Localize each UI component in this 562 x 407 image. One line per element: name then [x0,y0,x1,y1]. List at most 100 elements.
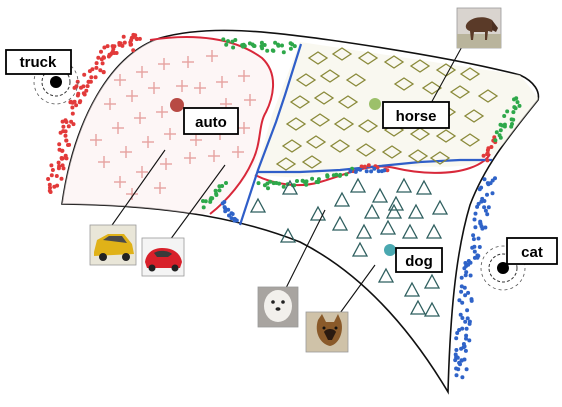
scatter-dot [229,216,234,221]
diamond-marker [309,113,331,127]
scatter-dot [63,133,68,138]
scatter-dot [483,225,488,230]
scatter-dot [117,42,122,47]
scatter-dot [480,226,485,231]
scatter-dot [493,176,497,181]
scatter-dot [60,163,65,168]
scatter-dot [463,273,468,278]
brown-dog-photo-icon [305,311,349,353]
scatter-dot [493,138,498,143]
scatter-dot [106,54,111,59]
scatter-dot [213,188,218,193]
plus-marker [194,82,206,94]
triangle-marker [431,199,449,215]
scatter-dot [473,211,478,216]
diamond-marker [357,119,379,133]
scatter-dot [231,45,236,50]
scatter-dot [129,38,134,43]
horse-label: horse [382,101,450,129]
scatter-dot [490,191,495,196]
scatter-dot [464,333,469,338]
scatter-dot [121,34,126,39]
triangle-marker [333,191,351,207]
diamond-marker [295,73,317,87]
diamond-marker [337,95,359,109]
plus-marker [158,58,170,70]
plus-marker [206,50,218,62]
scatter-dot [96,55,101,60]
dog-label-text: dog [405,253,433,270]
plus-marker [232,146,244,158]
scatter-dot [79,85,83,90]
scatter-dot [485,151,490,156]
scatter-dot [232,216,237,221]
scatter-dot [454,373,459,378]
diamond-marker [331,47,353,61]
scatter-dot [47,188,52,193]
scatter-dot [76,91,81,96]
plus-marker [244,94,256,106]
plus-marker [182,56,194,68]
scatter-dot [465,316,470,321]
plus-marker [190,134,202,146]
triangle-marker [407,203,425,219]
scatter-dot [75,79,80,84]
triangle-marker [425,223,443,239]
scatter-dot [476,201,481,206]
scatter-dot [498,135,503,140]
scatter-dot [233,38,238,42]
diamond-marker [305,135,327,149]
scatter-dot [517,103,522,108]
triangle-marker [249,197,267,213]
scatter-dot [478,221,483,226]
triangle-marker [363,203,381,219]
plus-marker [164,128,176,140]
scatter-dot [122,40,127,45]
scatter-dot [102,45,107,50]
plus-marker [216,76,228,88]
diamond-marker [409,59,431,73]
diamond-marker [285,117,307,131]
diamond-marker [275,157,297,171]
scatter-dot [49,173,54,178]
scatter-dot [81,91,86,96]
scatter-dot [485,181,490,186]
plus-marker [208,150,220,162]
scatter-dot [101,70,106,74]
scatter-dot [68,100,73,105]
scatter-dot [64,138,69,143]
yellow-car-photo-icon [89,224,137,266]
scatter-dot [64,120,69,124]
scatter-dot [455,331,460,335]
scatter-dot [131,48,136,53]
plus-marker [184,152,196,164]
plus-marker [136,166,148,178]
scatter-dot [276,43,281,48]
scatter-dot [502,114,507,118]
scatter-dot [481,153,486,158]
scatter-dot [288,46,293,51]
plus-marker [154,182,166,194]
scatter-dot [462,266,467,271]
scatter-dot [464,336,468,341]
scatter-dot [472,249,477,254]
scatter-dot [485,158,490,163]
diamond-marker [381,145,403,159]
scatter-dot [355,167,359,172]
scatter-dot [63,129,68,134]
plus-marker [238,70,250,82]
scatter-dot [364,169,369,174]
scatter-dot [460,375,465,380]
scatter-dot [268,179,273,184]
scatter-dot [463,293,468,298]
scatter-dot [337,173,342,178]
scatter-dot [220,201,225,206]
plus-marker [136,66,148,78]
scatter-dot [131,35,135,40]
diamond-marker [429,151,451,165]
green-dot-cluster [201,37,522,210]
scatter-dot [54,174,59,178]
scatter-dot [479,199,484,204]
scatter-dot [221,37,226,42]
diamond-marker [463,109,485,123]
